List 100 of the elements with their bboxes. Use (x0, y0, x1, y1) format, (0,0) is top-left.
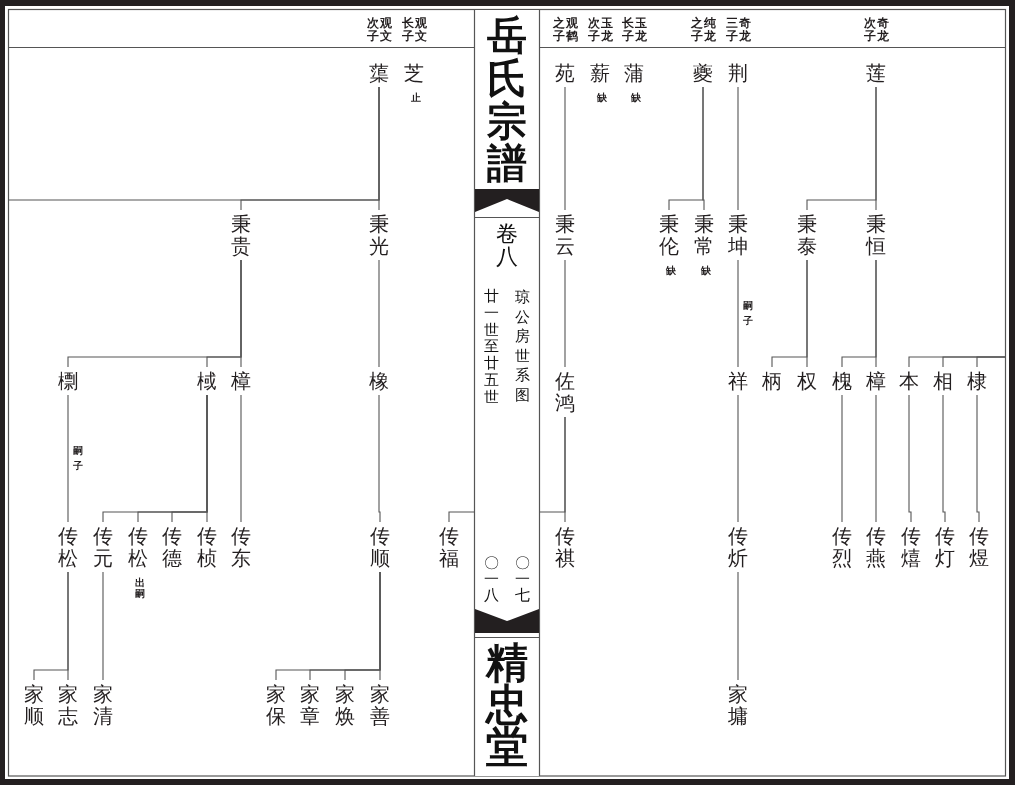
person-name: 家墉 (727, 680, 749, 730)
person-name: 家志 (57, 680, 79, 730)
person-name: 秉常 (693, 210, 715, 260)
lineage-line (942, 394, 946, 523)
person-name: 传桢 (196, 522, 218, 572)
annotation: 止 (411, 92, 421, 103)
person-name: 棣 (966, 367, 988, 395)
person-name: 传松 (57, 522, 79, 572)
lineage-line (875, 259, 877, 368)
annotation: 缺 (701, 265, 711, 276)
lineage-line (33, 571, 69, 681)
person-name: 莲 (865, 59, 887, 87)
person-name: 传灯 (934, 522, 956, 572)
lineage-line (841, 394, 843, 523)
person-name: 樟 (865, 367, 887, 395)
person-name: 槐 (831, 367, 853, 395)
lineage-line (7, 86, 380, 201)
parentage-note: 玉龙次子 (587, 17, 613, 43)
annotation: 出嗣 (135, 577, 145, 599)
person-name: 薪 (589, 59, 611, 87)
lineage-line (378, 394, 381, 523)
person-name: 传祺 (554, 522, 576, 572)
person-name: 秉坤 (727, 210, 749, 260)
lineage-line (240, 394, 242, 523)
person-name: 家焕 (334, 680, 356, 730)
lineage-line (564, 86, 566, 211)
lineage-line (378, 259, 380, 368)
person-name: 秉泰 (796, 210, 818, 260)
person-name: 蕖 (368, 59, 390, 87)
person-name: 权 (796, 367, 818, 395)
person-name: 家保 (265, 680, 287, 730)
person-name: 传炘 (727, 522, 749, 572)
lineage-line (737, 394, 739, 523)
person-name: 佐鸿 (554, 367, 576, 417)
lineage-line (737, 259, 739, 368)
book-title: 岳氏宗譜 (487, 14, 527, 186)
person-name: 传燕 (865, 522, 887, 572)
person-name: 祥 (727, 367, 749, 395)
person-name: 棫 (196, 367, 218, 395)
edge-label: 嗣子 (743, 298, 753, 328)
person-name: 苑 (554, 59, 576, 87)
parentage-note: 观鹤之子 (552, 17, 578, 43)
edge-label: 嗣子 (73, 443, 83, 473)
parentage-note: 纯龙之子 (690, 17, 716, 43)
person-name: 传福 (438, 522, 460, 572)
person-name: 相 (932, 367, 954, 395)
parentage-note: 观文次子 (366, 17, 392, 43)
person-name: 传顺 (369, 522, 391, 572)
person-name: 檦 (57, 367, 79, 395)
person-name: 樟 (230, 367, 252, 395)
lineage-line (908, 356, 1007, 368)
person-name: 芝 (403, 59, 425, 87)
person-name: 蒲 (623, 59, 645, 87)
person-name: 柄 (761, 367, 783, 395)
annotation: 缺 (631, 92, 641, 103)
parentage-note: 玉龙长子 (621, 17, 647, 43)
annotation: 缺 (597, 92, 607, 103)
lineage-line (275, 571, 381, 681)
lineage-line (908, 394, 912, 523)
lineage-line (67, 259, 242, 368)
parentage-note: 观文长子 (401, 17, 427, 43)
lineage-line (806, 86, 877, 211)
lineage-line (564, 259, 566, 368)
person-name: 秉恒 (865, 210, 887, 260)
person-name: 家善 (369, 680, 391, 730)
person-name: 传元 (92, 522, 114, 572)
person-name: 秉云 (554, 210, 576, 260)
person-name: 传松 (127, 522, 149, 572)
parentage-note: 奇龙三子 (725, 17, 751, 43)
person-name: 荆 (727, 59, 749, 87)
person-name: 传煜 (968, 522, 990, 572)
lineage-line (102, 571, 104, 681)
section-title: 琼公房世系图 (514, 288, 530, 405)
lineage-line (875, 394, 877, 523)
lineage-line (668, 86, 704, 211)
person-name: 本 (898, 367, 920, 395)
volume-label: 卷八 (496, 222, 518, 269)
hall-name: 精忠堂 (486, 642, 528, 768)
person-name: 传德 (161, 522, 183, 572)
person-name: 秉贵 (230, 210, 252, 260)
person-name: 传熺 (900, 522, 922, 572)
lineage-line (737, 86, 739, 211)
person-name: 家清 (92, 680, 114, 730)
lineage-line (102, 394, 208, 523)
person-name: 秉伦 (658, 210, 680, 260)
lineage-line (737, 571, 739, 681)
lineage-line (771, 259, 808, 368)
person-name: 夔 (692, 59, 714, 87)
person-name: 家顺 (23, 680, 45, 730)
page-number: 〇一七 (514, 556, 530, 604)
parentage-note: 奇龙次子 (863, 17, 889, 43)
person-name: 橡 (368, 367, 390, 395)
person-name: 家章 (299, 680, 321, 730)
person-name: 传烈 (831, 522, 853, 572)
page-number: 〇一八 (483, 556, 499, 604)
lineage-line (67, 394, 69, 523)
annotation: 缺 (666, 265, 676, 276)
generation-range: 廿一世至廿五世 (483, 288, 499, 406)
person-name: 秉光 (368, 210, 390, 260)
lineage-line (976, 394, 980, 523)
